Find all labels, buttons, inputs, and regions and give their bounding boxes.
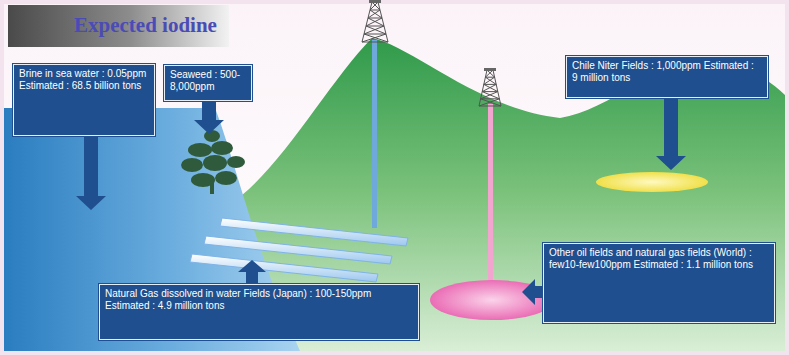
title-banner: Expected iodine [8,5,229,47]
derricks [362,0,501,106]
box-label: Natural Gas dissolved in water Fields (J… [105,288,413,312]
seaweed [181,130,245,194]
niter-field [596,172,708,192]
box-label: Seaweed : 500-8,000ppm [170,69,246,93]
gas-well-pipe [372,40,377,228]
box-label: Chile Niter Fields : 1,000ppm Estimated … [572,60,762,84]
oil-well-pipe [488,104,493,290]
title-text: Expected iodine [74,13,217,37]
info-box: Natural Gas dissolved in water Fields (J… [99,284,419,340]
sky [4,4,785,351]
info-box: Chile Niter Fields : 1,000ppm Estimated … [566,56,768,98]
info-box: Brine in sea water : 0.05ppm Estimated :… [13,64,155,136]
box-label: Other oil fields and natural gas fields … [549,247,769,271]
info-box: Seaweed : 500-8,000ppm [164,65,252,101]
box-label: Brine in sea water : 0.05ppm Estimated :… [19,68,149,92]
info-box: Other oil fields and natural gas fields … [543,243,775,323]
oil-field [430,280,554,320]
hill [4,38,785,351]
